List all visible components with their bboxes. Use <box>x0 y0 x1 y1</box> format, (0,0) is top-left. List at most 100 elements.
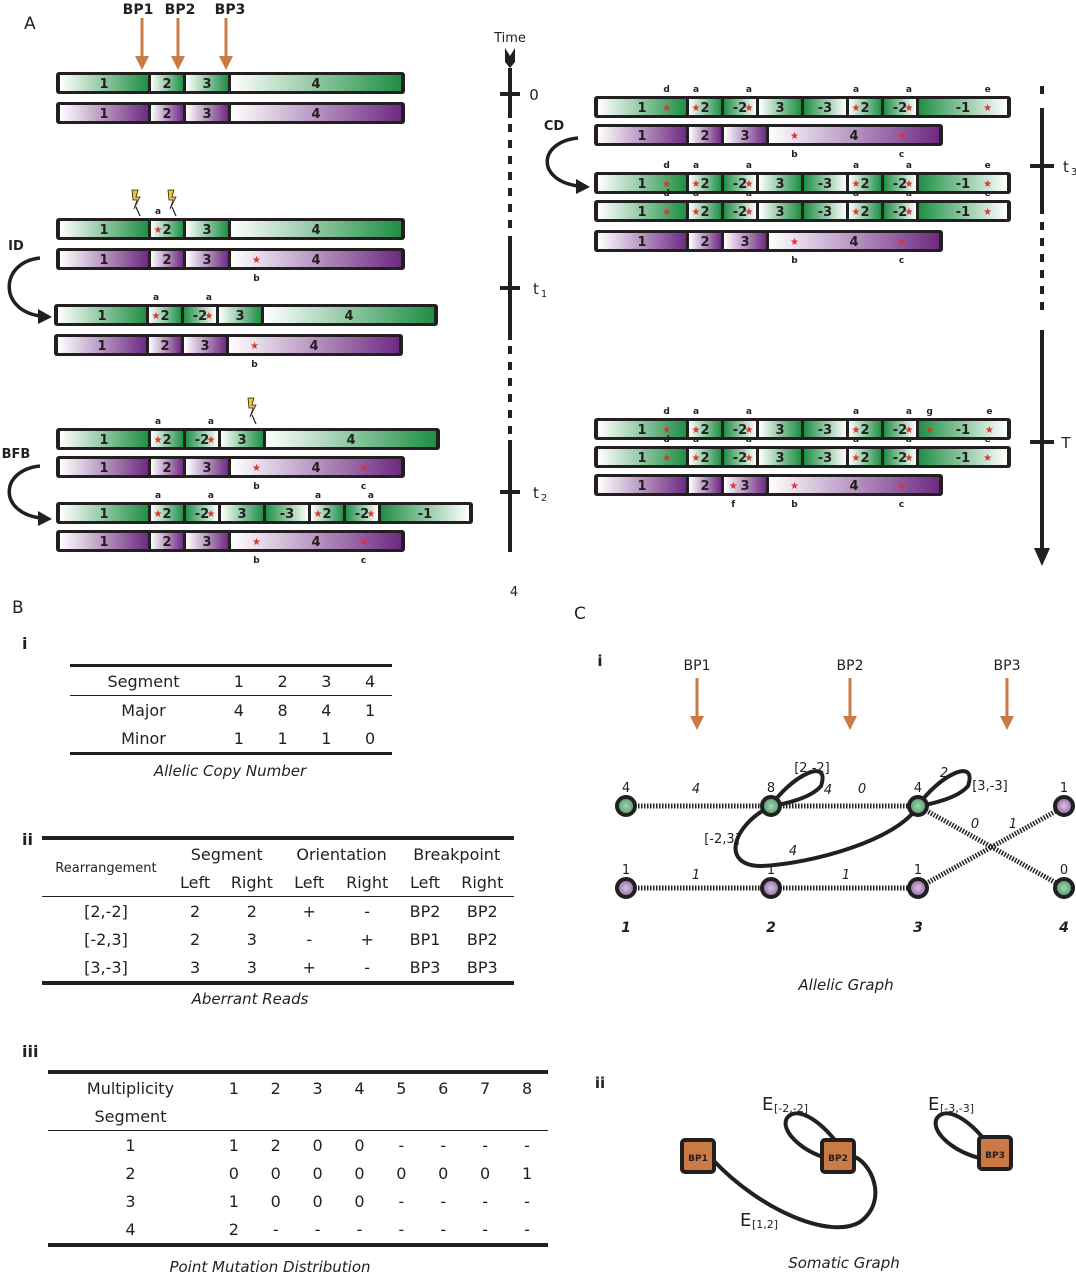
edge-letter: E <box>928 1094 939 1115</box>
breakpoint-label: BP2 <box>165 2 196 18</box>
curve-arrow-icon <box>545 136 579 188</box>
mutation-star-icon: ★ <box>897 481 906 492</box>
mutation-mark-label: a <box>693 407 699 417</box>
mutation-mark-label: a <box>853 189 859 199</box>
allelic-node: 1 <box>760 863 782 899</box>
mutation-mark-label: c <box>361 482 366 492</box>
table-cell: Major <box>121 700 166 720</box>
table-cell: - <box>306 929 313 949</box>
table-cell: 1 <box>365 700 376 720</box>
segment-label: -1 <box>956 423 970 438</box>
header-cell: Right <box>346 872 389 892</box>
segment-3 <box>759 203 801 219</box>
table-group-header-row: Rearrangement Segment Orientation Breakp… <box>42 838 514 876</box>
segment-label: -1 <box>956 177 970 192</box>
segment-4 <box>231 251 401 267</box>
allelic-node: 8 <box>760 781 782 817</box>
table-cell: - <box>272 1219 279 1239</box>
mutation-mark-label: b <box>253 274 260 284</box>
segment-1 <box>598 449 686 465</box>
mutation-star-icon: ★ <box>692 207 701 218</box>
arrow-head-icon <box>1000 716 1014 730</box>
mutation-mark-label: a <box>746 435 752 445</box>
segment--2 <box>724 99 756 115</box>
node-copy-number: 8 <box>767 781 775 796</box>
segment-3 <box>186 459 228 475</box>
table-cell: 0 <box>312 1135 323 1155</box>
mutation-mark-label: a <box>693 435 699 445</box>
header-cell: Breakpoint <box>413 844 501 864</box>
node-circle <box>760 795 782 817</box>
timeline-tick-label: t <box>1063 158 1069 176</box>
segment-1 <box>58 307 146 323</box>
mutation-star-icon: ★ <box>790 237 799 248</box>
edge-subscript: [-3,-3] <box>940 1102 974 1115</box>
breakpoint-label: BP3 <box>994 658 1021 674</box>
table-cell: 2 <box>246 901 257 921</box>
somatic-edge-label: E[-3,-3] <box>928 1094 974 1115</box>
segment-4 <box>264 307 434 323</box>
segment-2 <box>151 533 183 549</box>
mutation-star-icon: ★ <box>983 179 992 190</box>
allelic-node: 1 <box>615 863 637 899</box>
table-cell: BP3 <box>466 957 498 977</box>
somatic-node-bp3: BP3 <box>977 1135 1013 1171</box>
segment-label: 3 <box>775 101 784 116</box>
breakpoint-box-label: BP1 <box>688 1154 708 1164</box>
bolt-pointer <box>171 206 177 217</box>
table-cell: 1 <box>521 1163 533 1183</box>
table-cell: BP1 <box>409 929 441 949</box>
mutation-star-icon: ★ <box>925 425 934 436</box>
table-cell: 4 <box>321 700 332 720</box>
table-cell: - <box>314 1219 321 1239</box>
segment-2 <box>849 99 881 115</box>
segment-label: 2 <box>162 77 171 92</box>
segment-2 <box>151 431 183 447</box>
mutation-star-icon: ★ <box>985 425 994 436</box>
mutation-mark-label: a <box>906 161 912 171</box>
segment-axis-label: 2 <box>766 920 776 936</box>
mutation-mark-label: a <box>906 189 912 199</box>
segment-label: 2 <box>162 253 171 268</box>
mutation-star-icon: ★ <box>692 453 701 464</box>
segment--2 <box>884 99 916 115</box>
table-cell: - <box>398 1219 405 1239</box>
mutation-mark-label: d <box>663 85 669 95</box>
mutation-star-icon: ★ <box>790 481 799 492</box>
somatic-edge-label: E[1,2] <box>740 1210 778 1231</box>
timeline-start-icon <box>505 48 515 68</box>
table-cell: 8 <box>277 700 288 720</box>
mutation-mark-label: b <box>253 556 260 566</box>
arrow-head-icon <box>843 716 857 730</box>
table-iii-caption: Point Mutation Distribution <box>169 1258 371 1276</box>
edge-weight: 0 <box>858 782 866 797</box>
arrow-head-icon <box>576 179 590 194</box>
breakpoint-box-label: BP2 <box>828 1154 848 1164</box>
bolt-pointer <box>251 414 257 425</box>
segment-1 <box>60 105 148 121</box>
node-copy-number: 1 <box>622 863 630 878</box>
mutation-mark-label: a <box>155 417 161 427</box>
edge-weight: 4 <box>789 844 797 859</box>
segment-label: 3 <box>202 253 211 268</box>
mutation-star-icon: ★ <box>790 131 799 142</box>
mutation-star-icon: ★ <box>206 435 215 446</box>
table-cell: 4 <box>233 700 244 720</box>
edge-weight: 1 <box>692 868 700 883</box>
segment-4 <box>231 105 401 121</box>
header-cell: Left <box>180 872 211 892</box>
segment-label: -3 <box>818 177 832 192</box>
segment-label: -2 <box>893 423 907 438</box>
segment-3 <box>186 105 228 121</box>
mutation-star-icon: ★ <box>154 509 163 520</box>
timeline-tick-label: T <box>1060 434 1071 452</box>
mutation-star-icon: ★ <box>252 537 261 548</box>
segment-3 <box>724 477 766 493</box>
